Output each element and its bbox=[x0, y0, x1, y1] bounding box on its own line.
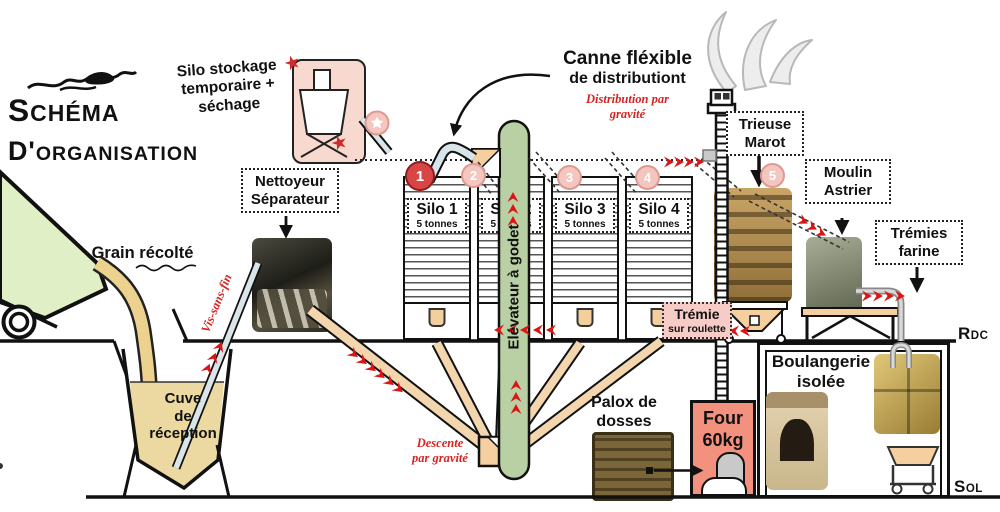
screw-tube bbox=[0, 261, 263, 470]
silo-1-base bbox=[405, 302, 469, 338]
cane-pointer-arrow bbox=[449, 73, 551, 137]
connector-arrows bbox=[279, 73, 925, 477]
bucket-elevator-shape bbox=[497, 119, 531, 481]
oven-roof bbox=[766, 392, 828, 408]
step-circle-1: 1 bbox=[405, 161, 435, 191]
reception-tank-label: Cuve de réception bbox=[149, 390, 217, 443]
temp-silo-drawing bbox=[298, 69, 350, 158]
flour-hoppers-label: Trémies farine bbox=[875, 220, 963, 266]
silo-1-capacity: 5 tonnes bbox=[416, 219, 458, 230]
gravity-descent-note: Descente par gravité bbox=[412, 436, 468, 465]
silo-1-label: Silo 1 5 tonnes bbox=[407, 198, 467, 233]
bucket-elevator-label: Elévateur à godet bbox=[505, 224, 523, 350]
silo-outlet-icon bbox=[576, 308, 594, 327]
flexible-cane-line2: de distributiont bbox=[569, 70, 686, 88]
moulin-astrier-label: Moulin Astrier bbox=[805, 159, 891, 205]
trieuse-marot-label: Trieuse Marot bbox=[726, 111, 804, 157]
grain-harvested-label: Grain récolté bbox=[91, 244, 194, 262]
wheeled-hopper-line1: Trémie bbox=[674, 306, 720, 322]
step-circle-3: 3 bbox=[557, 165, 582, 190]
silo-4-capacity: 5 tonnes bbox=[638, 219, 680, 230]
step-circle-5: 5 bbox=[760, 163, 785, 188]
star-badge-icon bbox=[364, 110, 390, 136]
title-line-2: D'ORGANISATION bbox=[8, 136, 199, 166]
silo-4-label: Silo 4 5 tonnes bbox=[629, 198, 689, 233]
wheeled-hopper-label: Trémie sur roulette bbox=[662, 302, 732, 339]
palox-label: Palox de dosses bbox=[591, 394, 657, 430]
silo-3-capacity: 5 tonnes bbox=[564, 219, 606, 230]
temp-silo-label: Silo stockage temporaire + séchage bbox=[176, 56, 278, 116]
chimney-ladder bbox=[702, 88, 737, 403]
oven-base-arch bbox=[701, 477, 747, 494]
moulin-astrier-photo bbox=[806, 237, 862, 313]
grain-trailer bbox=[0, 169, 109, 340]
silo-3-base bbox=[553, 302, 617, 338]
duct-junction bbox=[702, 149, 717, 162]
step-circle-4: 4 bbox=[635, 165, 660, 190]
wheeled-hopper-drawing bbox=[722, 301, 788, 344]
floor-lines bbox=[0, 308, 1000, 499]
oven-60kg-label: Four 60kg bbox=[702, 408, 744, 450]
silo-1-name: Silo 1 bbox=[416, 201, 458, 218]
silo-3: Silo 3 5 tonnes bbox=[551, 176, 619, 340]
step-circle-2: 2 bbox=[461, 163, 486, 188]
bakery-label: Boulangerie isolée bbox=[771, 352, 871, 392]
mill-table bbox=[801, 307, 899, 341]
silo-outlet-icon bbox=[428, 308, 446, 327]
smoke-icon bbox=[707, 11, 813, 94]
gravity-distribution-note: Distribution par gravité bbox=[585, 92, 669, 122]
silo-4: Silo 4 5 tonnes bbox=[625, 176, 693, 340]
silo-4-name: Silo 4 bbox=[638, 201, 680, 218]
page-title: SCHÉMA D'ORGANISATION bbox=[8, 92, 198, 167]
flexible-cane-line1: Canne fléxible bbox=[563, 48, 692, 69]
gravity-pipes bbox=[306, 304, 665, 461]
title-scribble-icon bbox=[27, 70, 138, 92]
silo-3-name: Silo 3 bbox=[564, 201, 606, 218]
wheeled-hopper-line2: sur roulette bbox=[668, 322, 726, 335]
flexible-cane-tube bbox=[424, 141, 478, 184]
oven-mouth bbox=[779, 419, 815, 461]
grain-squiggle-icon bbox=[135, 264, 197, 272]
silo-1: Silo 1 5 tonnes bbox=[403, 176, 471, 340]
dough-trough-drawing bbox=[886, 446, 940, 495]
cleaner-separator-label: Nettoyeur Séparateur bbox=[241, 168, 339, 214]
ground-level-label: SOL bbox=[954, 477, 983, 496]
title-line-1: SCHÉMA bbox=[8, 92, 120, 128]
oven-60kg-box: Four 60kg bbox=[690, 400, 756, 497]
bread-oven-photo bbox=[766, 392, 828, 490]
palox-crate-photo bbox=[592, 432, 674, 501]
ground-floor-label: RDC bbox=[958, 324, 989, 343]
grain-stream bbox=[92, 255, 159, 406]
silo-3-label: Silo 3 5 tonnes bbox=[555, 198, 615, 233]
flexible-cane-block: Canne fléxible de distributiont Distribu… bbox=[545, 48, 710, 122]
